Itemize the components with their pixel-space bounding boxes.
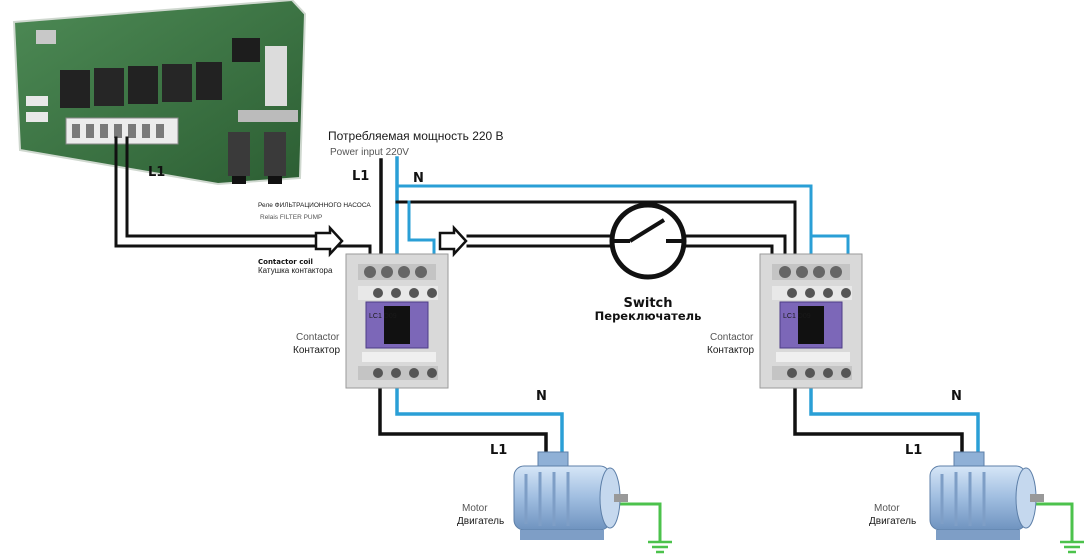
left-earth-wire — [610, 502, 662, 542]
arrow-switch-icon — [438, 224, 468, 258]
left-motor-n-label: N — [536, 389, 547, 404]
relay-label-en: Relais FILTER PUMP — [260, 214, 322, 221]
relay-wire-1 — [114, 136, 318, 248]
control-board — [12, 0, 307, 186]
switch-label-en: Switch — [623, 296, 672, 311]
arrow-coil-icon — [314, 224, 344, 258]
relay-block — [60, 62, 222, 108]
n-bus-wire — [395, 184, 813, 264]
contactor-left-label-en: Contactor — [296, 332, 340, 343]
right-motor-l1-label: L1 — [905, 443, 922, 458]
terminal-strip — [65, 117, 179, 145]
motor-left-label-ru: Двигатель — [457, 516, 504, 527]
relay-wire-2 — [125, 136, 318, 238]
right-motor-n — [809, 388, 980, 458]
contactor-left-model: LC1 D09 — [369, 313, 397, 320]
mains-n-label: N — [413, 171, 424, 186]
left-motor-l1 — [378, 388, 548, 460]
power-label-ru: Потребляемая мощность 220 В — [328, 129, 504, 143]
right-motor-l1 — [793, 388, 964, 460]
board-l1-label: L1 — [148, 165, 165, 180]
coil-label-ru: Катушка контактора — [258, 266, 333, 275]
ground-left-icon — [648, 540, 672, 554]
contactor-right-label-en: Contactor — [710, 332, 754, 343]
right-earth-wire — [1024, 502, 1074, 542]
coil-label-en: Contactor coil — [258, 258, 313, 266]
motor-right-label-ru: Двигатель — [869, 516, 916, 527]
contactor-left: LC1 D09 — [345, 253, 449, 389]
mains-l1-label: L1 — [352, 169, 369, 184]
contactor-right-model: LC1 D09 — [783, 313, 811, 320]
left-motor-n — [395, 388, 564, 458]
contactor-right: LC1 D09 — [759, 253, 863, 389]
power-label-en: Power input 220V — [330, 147, 409, 158]
motor-left-label-en: Motor — [462, 503, 488, 514]
arrows — [314, 224, 468, 258]
switch-label-ru: Переключатель — [595, 309, 702, 323]
right-motor-n-label: N — [951, 389, 962, 404]
left-motor-l1-label: L1 — [490, 443, 507, 458]
contactor-right-label-ru: Контактор — [707, 345, 754, 356]
wires — [114, 136, 1074, 542]
motor-left — [513, 451, 628, 540]
motor-right-label-en: Motor — [874, 503, 900, 514]
motor-right — [929, 451, 1044, 540]
contactor-left-label-ru: Контактор — [293, 345, 340, 356]
switch-symbol — [609, 202, 687, 280]
ground-right-icon — [1060, 540, 1084, 554]
relay-label-ru: Реле ФИЛЬТРАЦИОННОГО НАСОСА — [258, 202, 371, 209]
